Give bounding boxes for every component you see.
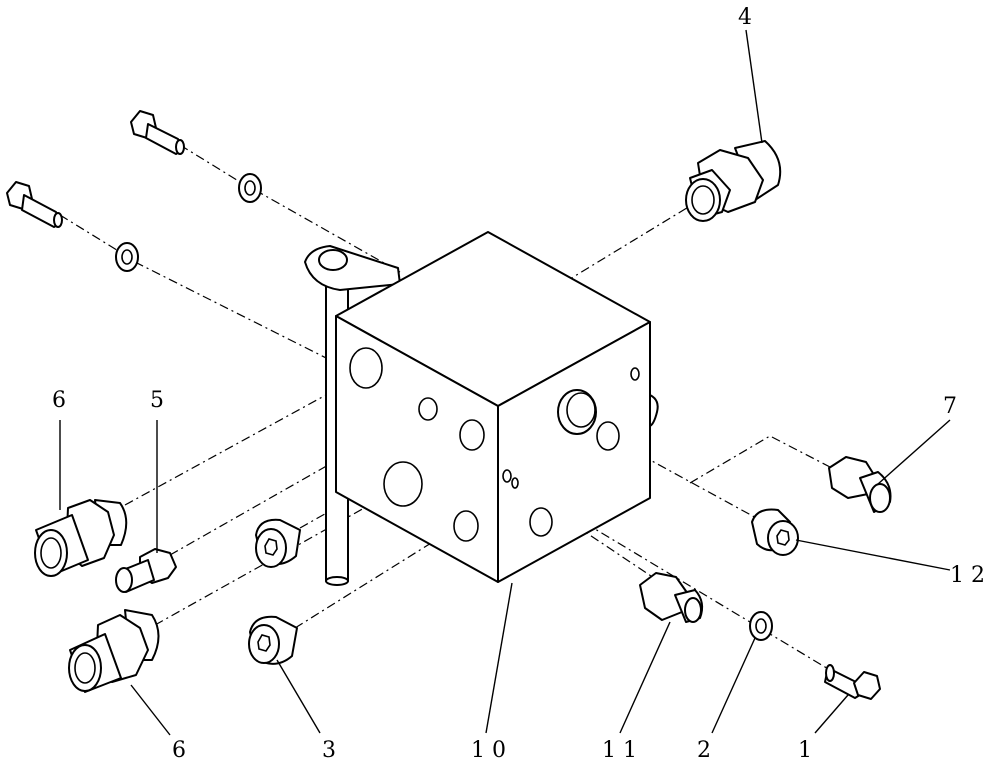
plug-item-3 (248, 615, 298, 665)
block-right-face (497, 321, 651, 583)
valve-block (335, 231, 659, 583)
callout-1: 1 (798, 738, 812, 763)
callout-12: 1 2 (950, 563, 985, 588)
leader-lines (59, 29, 951, 736)
callout-6-bottom: 6 (172, 738, 186, 763)
washer-upper (238, 173, 262, 203)
callout-3: 3 (322, 738, 336, 763)
callout-7: 7 (943, 394, 957, 419)
callout-2: 2 (697, 738, 711, 763)
fitting-item-4 (685, 140, 782, 222)
bolt-lower (6, 181, 63, 228)
fitting-item-7 (828, 456, 892, 513)
plug-item-12 (751, 508, 799, 556)
washer-item-2 (749, 611, 773, 641)
plug-item-3-upper (255, 518, 301, 568)
fitting-item-11 (639, 572, 704, 623)
callout-6-top: 6 (52, 388, 66, 413)
fitting-item-6-upper (34, 499, 128, 577)
callout-11: 1 1 (602, 738, 637, 763)
fitting-item-6-lower (68, 609, 160, 693)
callout-5: 5 (150, 388, 164, 413)
bolt-upper (130, 110, 185, 155)
washer-lower (115, 242, 139, 272)
callout-4: 4 (738, 5, 752, 30)
fitting-item-5 (115, 548, 177, 593)
callout-10: 1 0 (471, 738, 506, 763)
bolt-item-1 (824, 664, 881, 700)
